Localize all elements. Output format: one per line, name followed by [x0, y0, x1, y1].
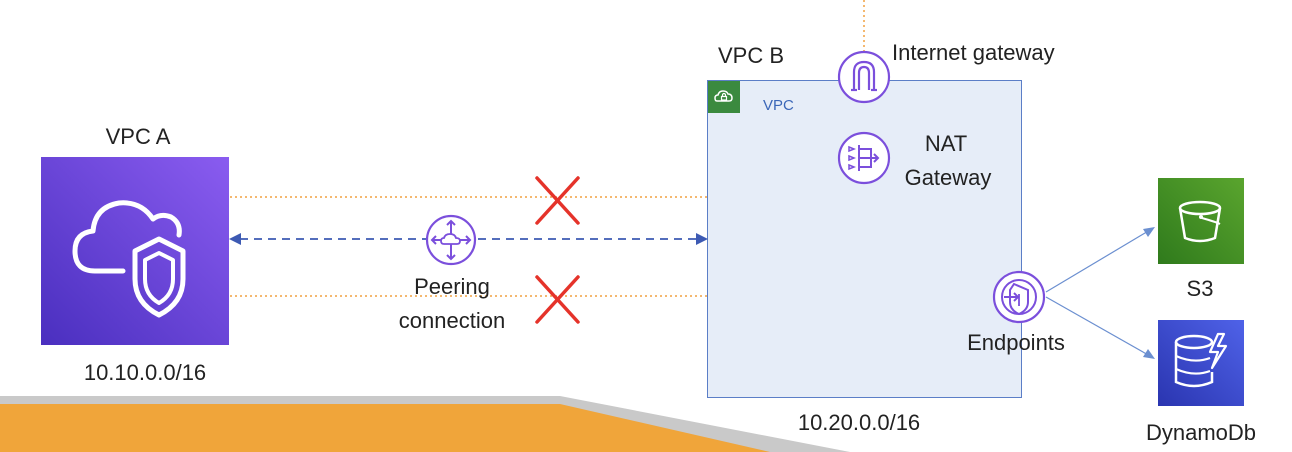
nat-gateway-label-line1: NAT — [924, 131, 968, 156]
internet-gateway-label: Internet gateway — [892, 40, 1055, 65]
vpc-a-cidr: 10.10.0.0/16 — [83, 360, 207, 385]
vpc-b-cidr: 10.20.0.0/16 — [797, 410, 921, 435]
endpoint-to-dynamodb-line — [1045, 296, 1151, 357]
blocked-x-mark-top — [535, 176, 580, 225]
vpc-b-tag: VPC — [763, 97, 794, 114]
cloud-shield-icon — [41, 157, 229, 345]
peering-arrowhead-right — [696, 233, 708, 245]
nat-gateway-icon — [837, 131, 891, 185]
dynamodb-label: DynamoDb — [1145, 420, 1257, 445]
nat-gateway-icon-wrap — [837, 131, 891, 185]
vpc-a-icon — [41, 157, 229, 345]
vpc-cloud-lock-icon — [714, 90, 733, 102]
internet-gateway-icon — [837, 50, 891, 104]
endpoint-to-s3-arrowhead — [1143, 227, 1155, 237]
vpc-cloud-badge — [708, 81, 740, 113]
internet-gateway-icon-wrap — [837, 50, 891, 104]
footer-orange-band — [0, 404, 770, 452]
peering-connection-icon-wrap — [425, 214, 477, 266]
peering-label-line1: Peering — [414, 274, 490, 299]
dynamodb-icon-wrap — [1158, 320, 1244, 406]
dynamodb-icon — [1158, 320, 1244, 406]
endpoint-to-dynamodb-arrowhead — [1143, 349, 1155, 359]
endpoints-icon-wrap — [992, 270, 1046, 324]
peering-arrowhead-left — [229, 233, 241, 245]
s3-icon-wrap — [1158, 178, 1244, 264]
s3-label: S3 — [1186, 276, 1214, 301]
vpc-b-title: VPC B — [718, 43, 785, 68]
peering-connection-icon — [425, 214, 477, 266]
s3-bucket-icon — [1158, 178, 1244, 264]
peering-label-line2: connection — [398, 308, 506, 333]
blocked-x-mark-bottom — [535, 275, 580, 324]
endpoints-icon — [992, 270, 1046, 324]
endpoint-to-s3-line — [1045, 229, 1151, 293]
nat-gateway-label-line2: Gateway — [904, 165, 992, 190]
endpoints-label: Endpoints — [967, 330, 1065, 355]
vpc-a-title: VPC A — [105, 124, 171, 149]
